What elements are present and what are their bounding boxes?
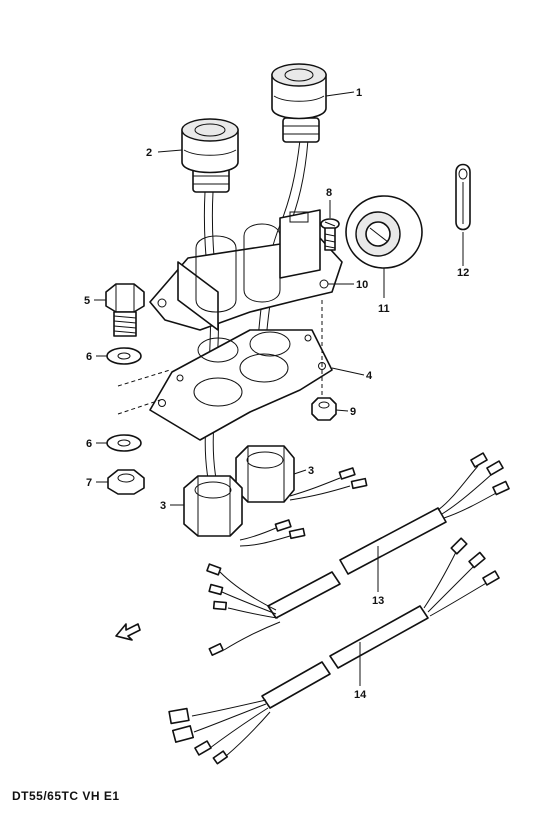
switch-leads — [239, 467, 368, 547]
switch-2[interactable] — [181, 118, 239, 491]
callout-5: 5 — [84, 295, 90, 307]
washer-upper[interactable] — [106, 347, 142, 365]
lock-washer[interactable] — [107, 469, 145, 495]
callout-4: 4 — [366, 370, 373, 382]
harness-2[interactable] — [168, 537, 500, 765]
washer-lower[interactable] — [106, 434, 142, 452]
callout-13: 13 — [372, 595, 384, 607]
footer-code: DT55/65TC VH E1 — [12, 789, 120, 803]
clip[interactable] — [455, 163, 471, 231]
bolt[interactable] — [105, 283, 145, 337]
bracket[interactable] — [149, 209, 343, 331]
leader-lines — [94, 91, 464, 686]
grommet[interactable] — [345, 195, 423, 269]
callout-labels: 1 2 3 3 4 5 6 6 7 8 9 10 11 12 13 14 — [84, 87, 469, 701]
callout-3-lower: 3 — [160, 500, 166, 512]
callout-2: 2 — [146, 147, 152, 159]
callout-1: 1 — [356, 87, 362, 99]
callout-11: 11 — [378, 303, 390, 315]
switch-1[interactable] — [257, 63, 327, 341]
callout-7: 7 — [86, 477, 92, 489]
callout-3-upper: 3 — [308, 465, 314, 477]
callout-6-lower: 6 — [86, 438, 92, 450]
nut-lower[interactable] — [183, 475, 243, 537]
callout-9: 9 — [350, 406, 356, 418]
plate[interactable] — [149, 329, 333, 441]
screw[interactable] — [320, 218, 340, 251]
callout-6-upper: 6 — [86, 351, 92, 363]
nut-small[interactable] — [311, 397, 337, 421]
callout-14: 14 — [354, 689, 367, 701]
direction-arrow-icon — [115, 623, 141, 641]
callout-12: 12 — [457, 267, 469, 279]
nut-upper[interactable] — [235, 445, 295, 503]
callout-10: 10 — [356, 279, 368, 291]
callout-8: 8 — [326, 187, 332, 199]
harness-1[interactable] — [206, 452, 510, 656]
